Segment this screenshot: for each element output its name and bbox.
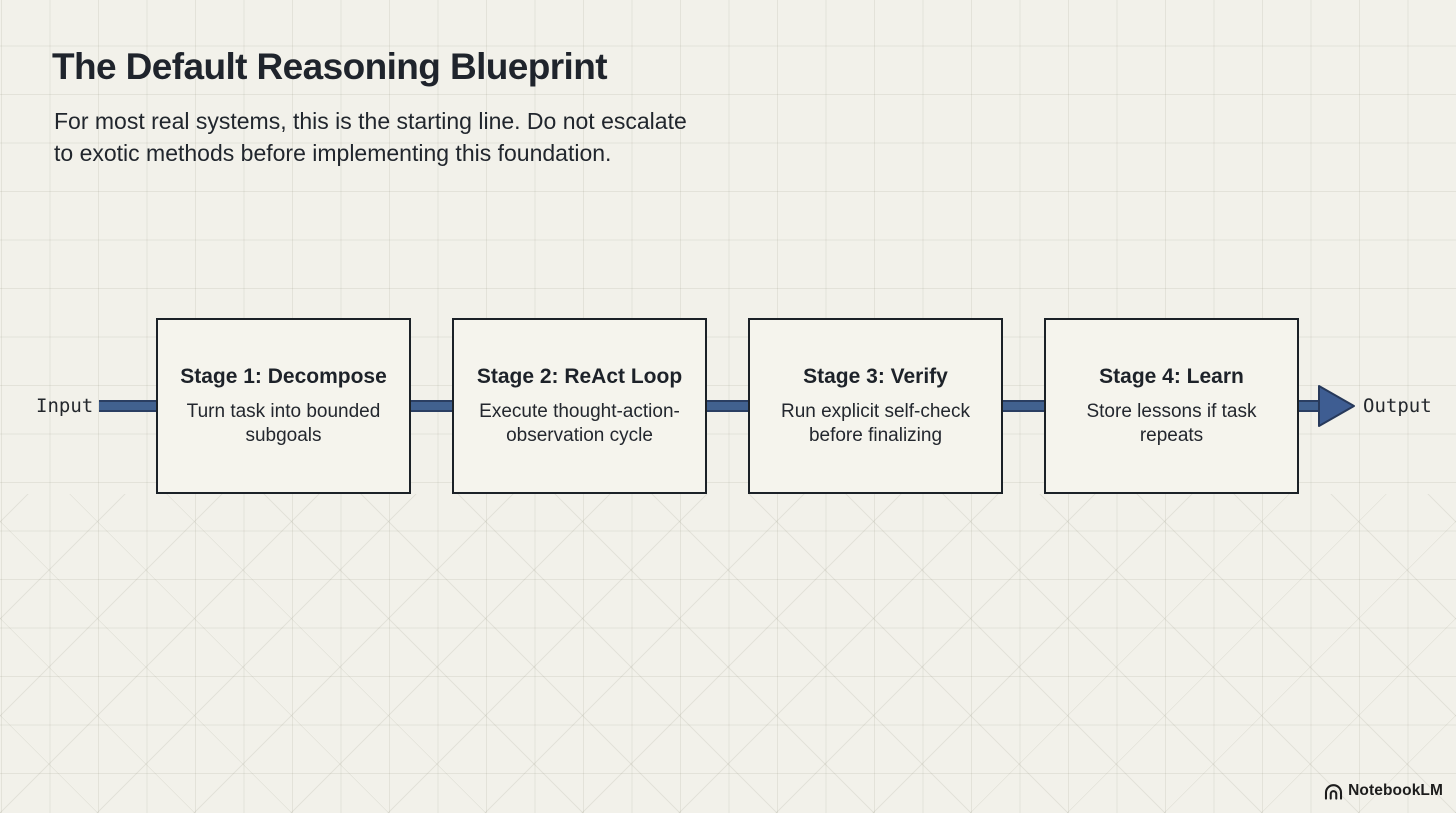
page-title: The Default Reasoning Blueprint [52,46,608,87]
stage-title: Stage 2: ReAct Loop [476,365,683,388]
stage-box-learn: Stage 4: Learn Store lessons if task rep… [1044,318,1299,494]
stage-row: Stage 1: Decompose Turn task into bounde… [156,318,1299,494]
output-label: Output [1363,395,1432,417]
stage-title: Stage 1: Decompose [180,365,387,388]
connector-stage3-to-stage4 [1001,400,1046,412]
notebooklm-logo: NotebookLM [1324,782,1443,800]
connector-stage4-to-output [1297,400,1322,412]
stage-description: Execute thought-action-observation cycle [479,401,680,446]
stage-box-verify: Stage 3: Verify Run explicit self-check … [748,318,1003,494]
stage-box-decompose: Stage 1: Decompose Turn task into bounde… [156,318,411,494]
notebooklm-icon [1325,783,1343,800]
stage-box-react-loop: Stage 2: ReAct Loop Execute thought-acti… [452,318,707,494]
stage-title: Stage 4: Learn [1099,365,1244,388]
stage-description: Store lessons if task repeats [1086,401,1257,446]
arrowhead-icon [1318,385,1355,427]
connector-input-to-stage1 [99,400,157,412]
stage-description: Run explicit self-check before finalizin… [780,401,971,446]
page-subtitle-line-1: For most real systems, this is the start… [54,108,687,134]
page-subtitle-line-2: to exotic methods before implementing th… [54,139,612,166]
connector-stage1-to-stage2 [409,400,454,412]
connector-stage2-to-stage3 [705,400,750,412]
stage-description: Turn task into bounded subgoals [186,401,381,446]
stage-title: Stage 3: Verify [803,365,948,388]
input-label: Input [36,395,94,417]
diagonal-lattice-pattern [0,494,1456,813]
notebooklm-logo-text: NotebookLM [1348,782,1443,799]
page-subtitle: For most real systems, this is the start… [54,106,687,169]
